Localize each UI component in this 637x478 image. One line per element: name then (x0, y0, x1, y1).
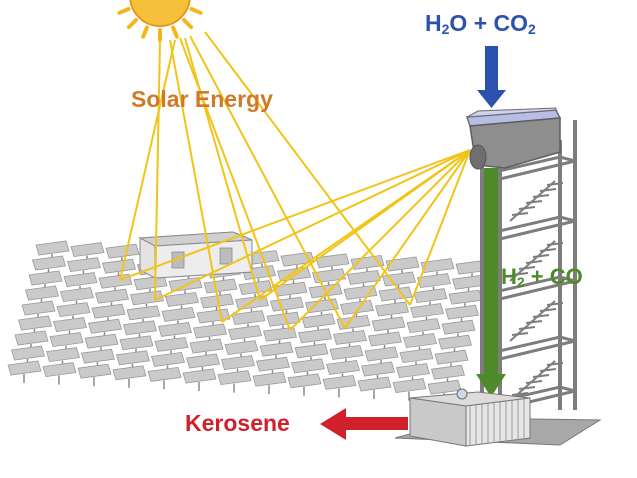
syngas-label-part-b: + CO (524, 264, 583, 289)
reactants-label-part-a: H (425, 10, 442, 36)
reactants-label: H2O + CO2 (425, 10, 536, 37)
syngas-label-part-a: H (501, 264, 517, 289)
reactants-label-part-b: O + CO (449, 10, 529, 36)
kerosene-label: Kerosene (185, 410, 290, 436)
sunlight-beams (119, 31, 471, 331)
syngas-label: H2 + CO (501, 264, 583, 290)
solar-energy-label: Solar Energy (131, 86, 273, 112)
reactants-label-sub-b: 2 (528, 21, 536, 37)
gas-to-liquid-unit-icon (409, 388, 531, 447)
reactants-arrow (477, 46, 506, 108)
product-arrow (320, 408, 408, 440)
reactants-label-sub-a: 2 (441, 21, 450, 37)
solar-reactor-icon (465, 107, 562, 170)
syngas-label-sub-a: 2 (516, 274, 525, 290)
sun-icon (117, 0, 203, 42)
syngas-arrow (476, 168, 506, 397)
